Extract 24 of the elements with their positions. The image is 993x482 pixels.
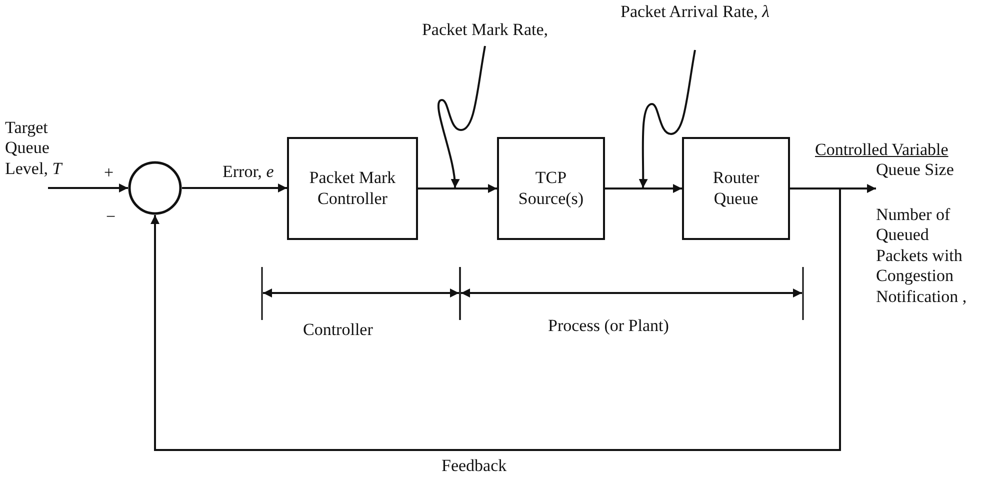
box-label: Packet Mark Controller (308, 168, 397, 209)
input-label: Packet Arrival Rate, λ (620, 2, 770, 48)
leader-line (638, 50, 696, 188)
input-label: Target Queue Level, T (5, 118, 85, 184)
arrow (150, 188, 841, 451)
output-label: Queue Size (876, 160, 972, 182)
arrow (418, 184, 497, 193)
arrow (605, 184, 682, 193)
section-heading: Controlled Variable (815, 140, 948, 160)
box-label: Router Queue (712, 168, 760, 209)
input-label: Packet Mark Rate, (405, 20, 565, 44)
minus-sign: − (106, 207, 116, 228)
process-box (682, 137, 790, 240)
section-label: Process (or Plant) (548, 316, 669, 336)
arrow (182, 184, 287, 192)
process-box (497, 137, 605, 240)
box-label: TCP Source(s) (517, 168, 585, 209)
note-text: Number of Queued Packets with Congestion Notification , (876, 205, 968, 307)
arrow (48, 184, 128, 192)
summing-junction (128, 161, 182, 215)
plus-sign: + (104, 163, 114, 184)
process-box (287, 137, 418, 240)
section-label: Controller (303, 320, 373, 340)
leader-line (438, 46, 486, 188)
